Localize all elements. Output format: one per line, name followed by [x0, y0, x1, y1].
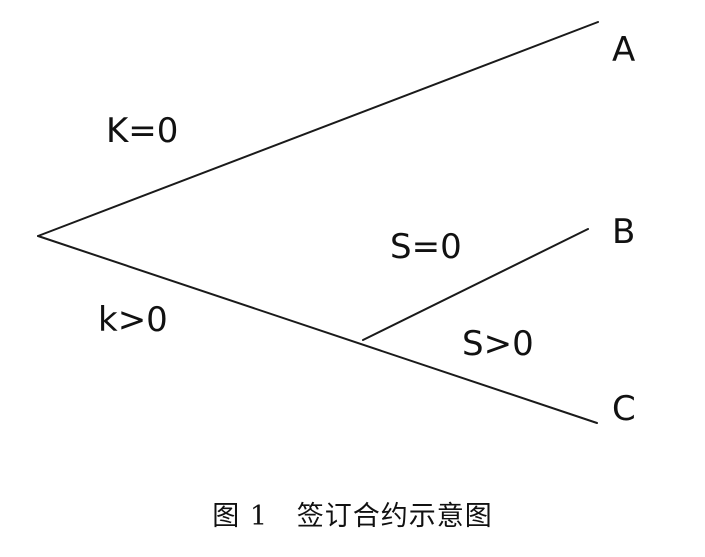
edge-label-s-greater: S>0 [462, 324, 534, 364]
edge-label-s-equal: S=0 [390, 227, 462, 267]
node-label-b: B [612, 212, 636, 252]
branch-root-to-c [37, 235, 598, 424]
node-label-a: A [612, 30, 636, 70]
figure-caption: 图 1 签订合约示意图 [212, 501, 493, 532]
edge-label-k-greater: k>0 [98, 300, 168, 340]
branch-mid-to-b [362, 228, 589, 341]
node-label-c: C [612, 389, 636, 429]
edge-label-k-equal: K=0 [106, 111, 179, 151]
branch-root-to-a [37, 21, 599, 237]
decision-tree-diagram [37, 21, 599, 424]
